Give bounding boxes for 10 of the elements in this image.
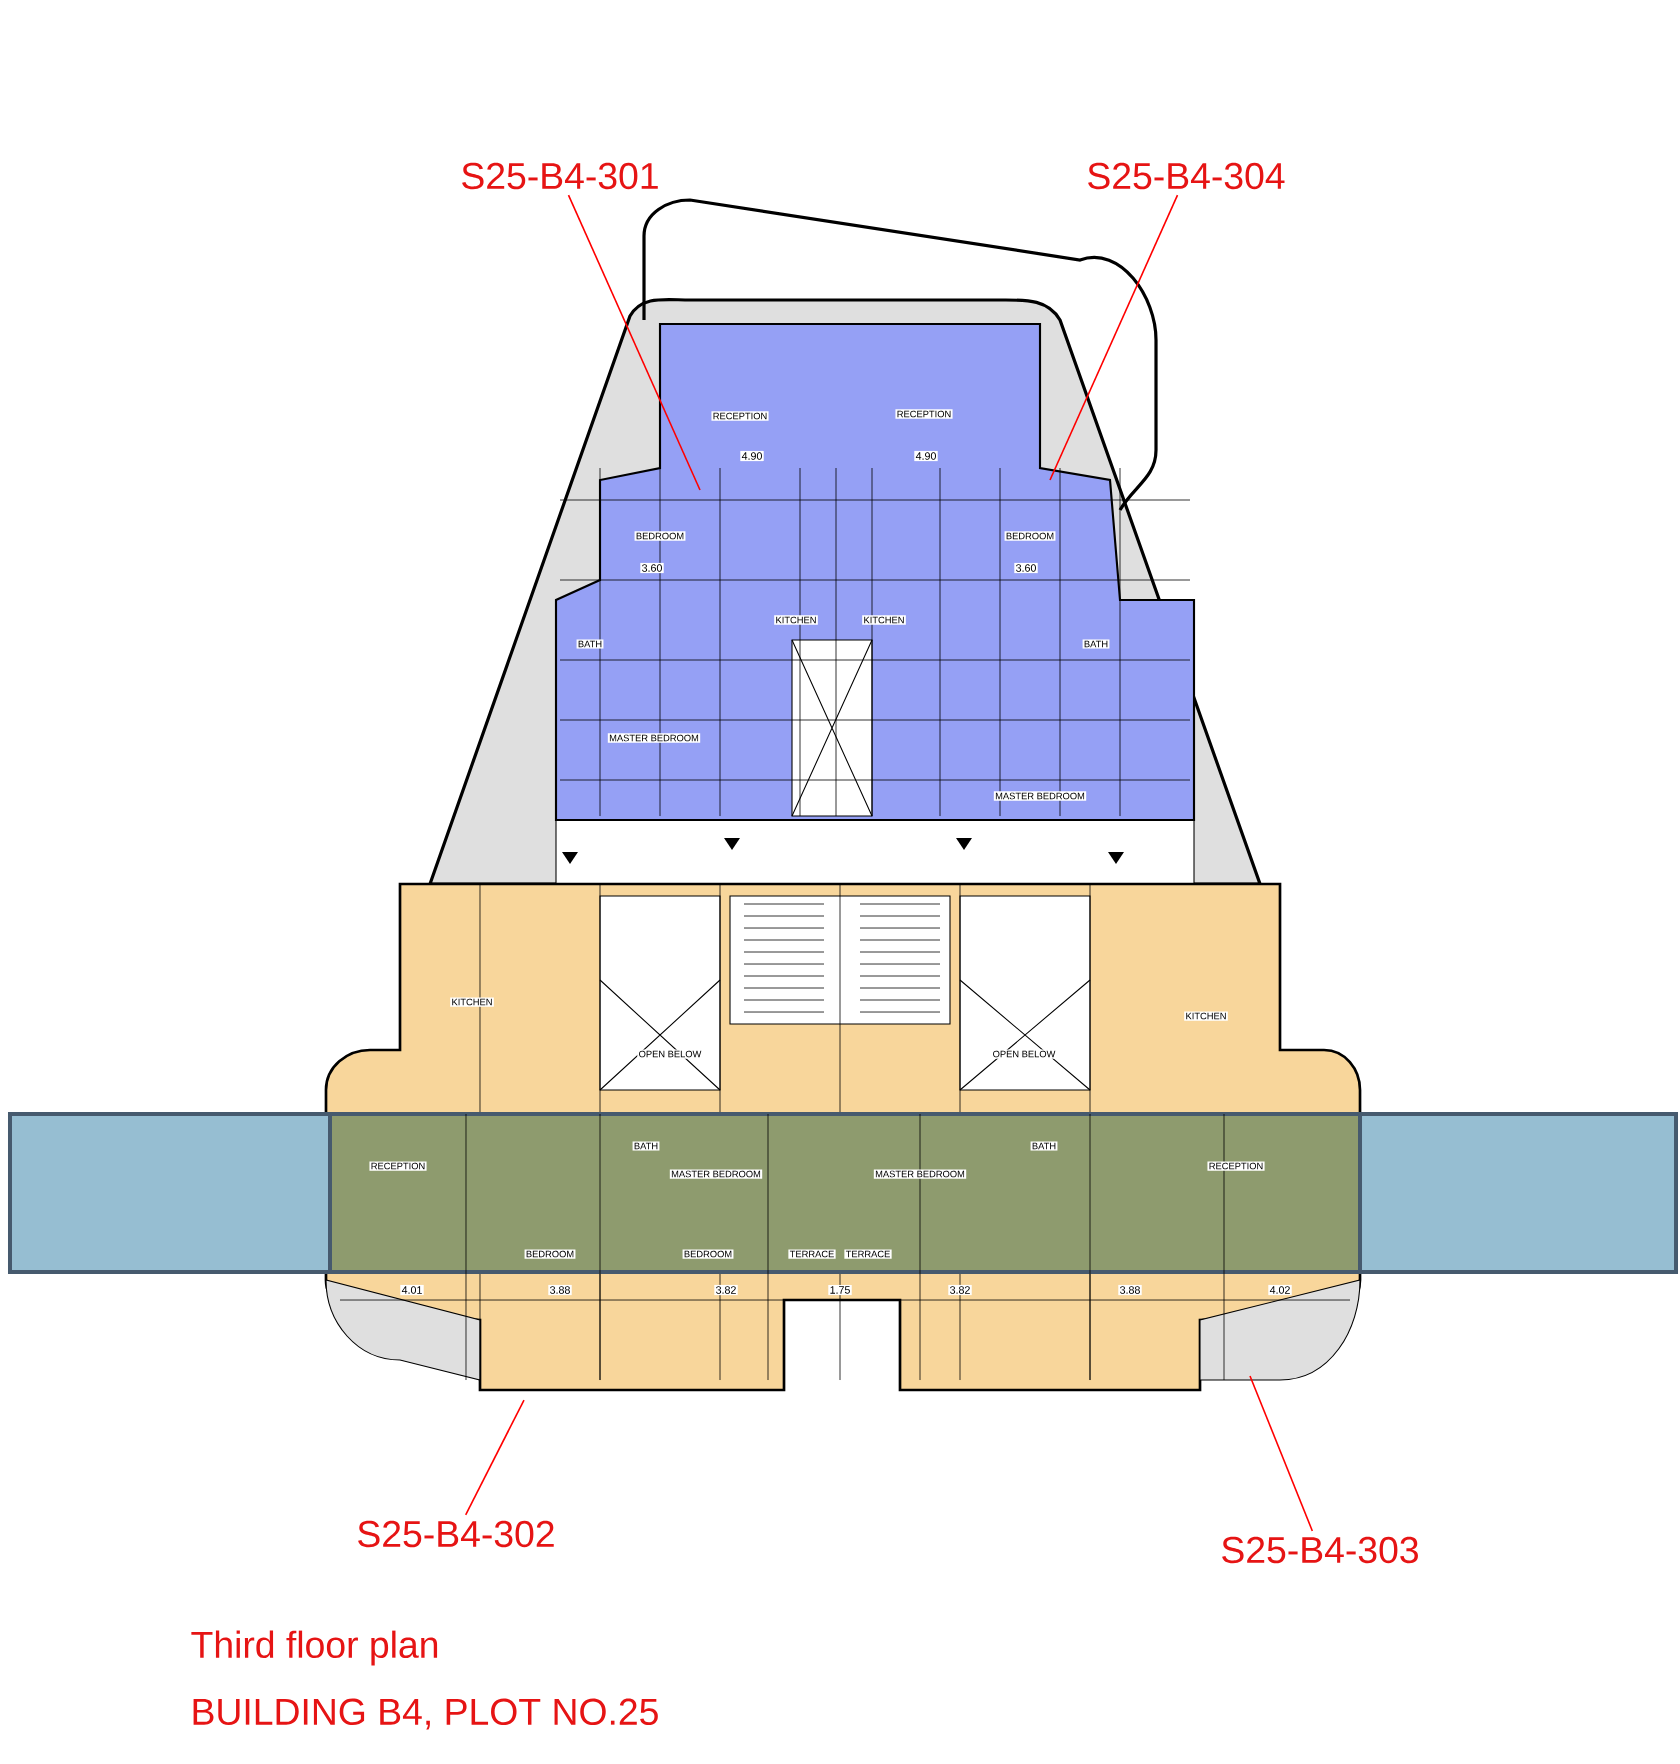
unit-label: S25-B4-302	[358, 1520, 554, 1548]
unit-label: S25-B4-304	[1088, 162, 1285, 190]
leader-line	[567, 194, 701, 491]
unit-label: S25-B4-301	[462, 162, 658, 190]
plan-title: Third floor plan	[191, 1630, 438, 1666]
plan-title: BUILDING B4, PLOT NO.25	[193, 1698, 658, 1730]
leader-line	[1049, 194, 1179, 481]
leader-line	[464, 1399, 525, 1516]
unit-label: S25-B4-303	[1222, 1536, 1418, 1564]
leader-line	[1249, 1375, 1314, 1532]
